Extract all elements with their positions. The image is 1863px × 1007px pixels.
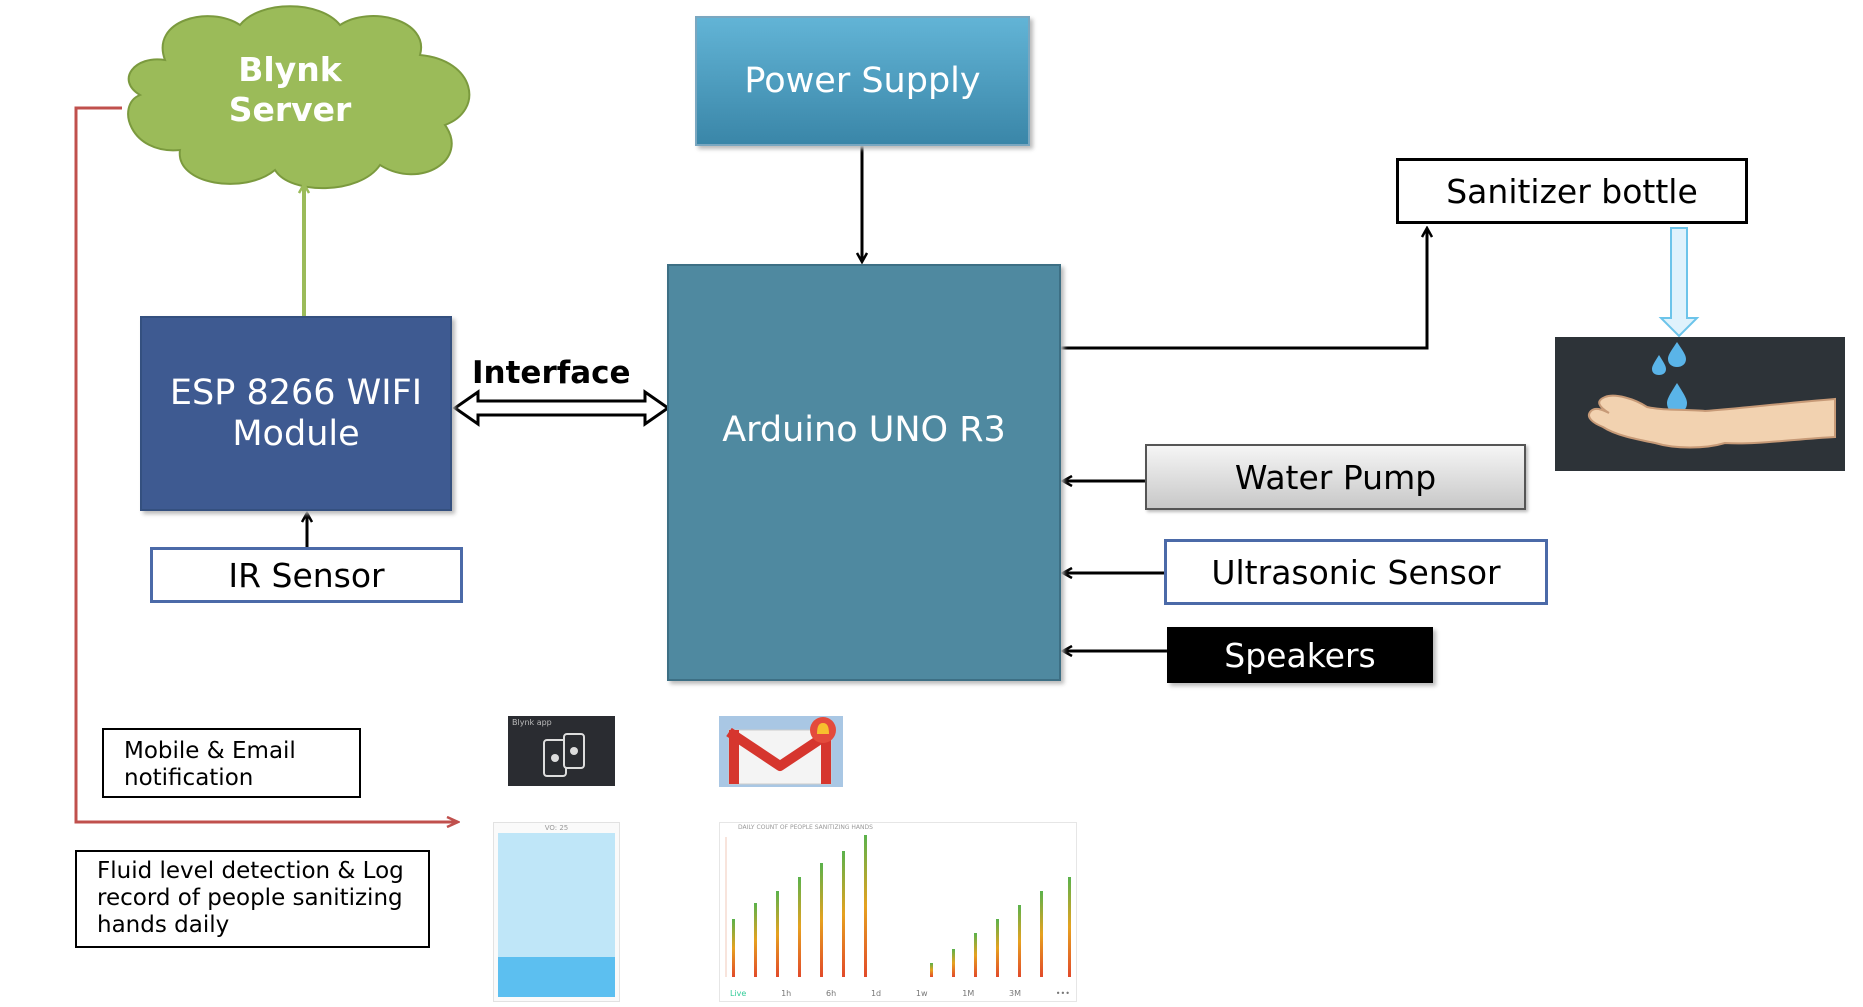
chart-tab[interactable]: 1d [870,989,882,998]
feedback-line [74,106,458,822]
chart-tab[interactable]: ••• [1055,989,1070,998]
chart-bars [725,835,1071,977]
gauge-empty-area [498,833,615,957]
esp-module-block: ESP 8266 WIFI Module [140,316,452,511]
phone-icon [543,733,585,777]
drip-arrow [1658,227,1700,338]
sanitizer-bottle-block: Sanitizer bottle [1396,158,1748,224]
chart-tab[interactable]: 3M [1009,989,1021,998]
power-supply-block: Power Supply [695,16,1030,146]
chart-tab[interactable]: 6h [826,989,837,998]
ir-sensor-block: IR Sensor [150,547,463,603]
gauge-fluid-fill [498,957,615,997]
gmail-thumbnail [719,716,843,787]
blynk-app-label: Blynk app [512,718,552,727]
chart-tab[interactable]: 1M [962,989,975,998]
arduino-to-bottle-arrow [1061,228,1427,350]
log-note: Fluid level detection & Log record of pe… [75,850,430,948]
ultrasonic-sensor-block: Ultrasonic Sensor [1164,539,1548,605]
speakers-block: Speakers [1167,627,1433,683]
bell-icon [810,717,836,743]
hand-icon [1587,394,1836,449]
arduino-block: Arduino UNO R3 [667,264,1061,681]
blynk-app-thumbnail: Blynk app [508,716,615,786]
water-drop-icon [1652,342,1687,413]
hand-image [1555,337,1845,471]
cloud-icon [127,5,471,190]
interface-arrow [452,389,671,427]
chart-tab[interactable]: 1h [781,989,792,998]
notification-note: Mobile & Email notification [102,728,361,798]
chart-title: DAILY COUNT OF PEOPLE SANITIZING HANDS [738,824,873,831]
cloud-label: Blynk Server [228,50,352,129]
chart-range-tabs: Live 1h 6h 1d 1w 1M 3M ••• [730,989,1070,998]
daily-count-chart: DAILY COUNT OF PEOPLE SANITIZING HANDS [719,822,1077,1002]
chart-tab[interactable]: Live [730,989,747,998]
chart-tab[interactable]: 1w [915,989,928,998]
gmail-icon [726,727,834,785]
fluid-level-gauge: VO: 25 [493,822,620,1002]
water-pump-block: Water Pump [1145,444,1526,510]
interface-label: Interface [472,355,631,391]
gauge-label: VO: 25 [544,824,569,832]
